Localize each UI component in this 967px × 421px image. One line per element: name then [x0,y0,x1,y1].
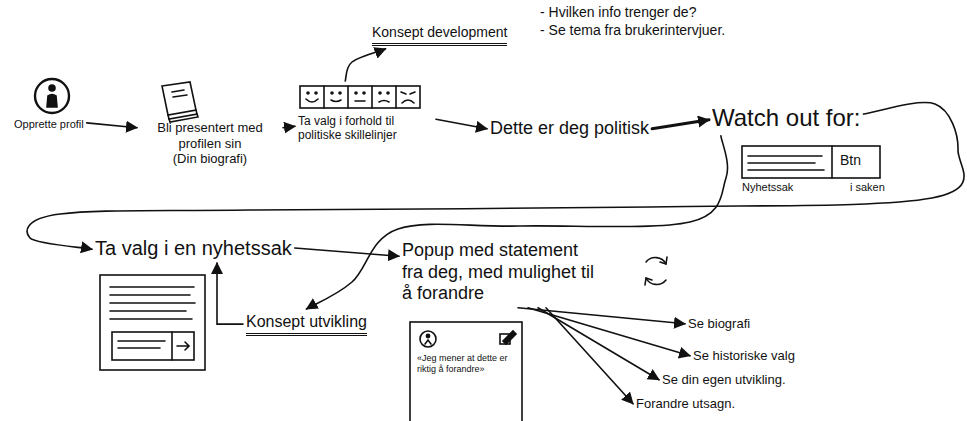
widget-sketch [742,146,880,178]
note-text: i saken [850,181,885,194]
note-text: - Se tema fra brukerintervjuer. [540,22,725,39]
flow-step: Se historiske valg [693,348,795,364]
note-text: «Jeg mener at dette er riktig å forandre… [417,353,515,375]
flow-arrow [283,126,295,127]
step-text: Konsept utvikling [246,312,367,331]
step-text: Konsept development [372,24,507,41]
flow-step: Forandre utsagn. [636,396,735,412]
flow-step: Bli presentert med profilen sin(Din biog… [140,80,280,167]
note-text: Btn [840,152,861,169]
flow-arrow [546,308,633,404]
step-text: Se historiske valg [693,348,795,364]
flow-arrow [27,103,964,250]
flow-step: Opprette profil [14,76,84,131]
flow-arrow [217,263,243,324]
flow-step: Se din egen utvikling. [662,372,786,388]
step-text: Ta valg i en nyhetssak [95,236,292,260]
note-text: Nyhetssak [742,181,793,194]
profile-icon [35,79,69,113]
flow-step: Ta valg i en nyhetssak [95,236,292,260]
flow-arrow [306,136,727,309]
flow-arrow [652,120,709,129]
flow-step: Popup med statement fra deg, med mulighe… [402,240,602,305]
flow-arrow [87,123,137,128]
flow-step: Ta valg i forhold til politiske skilleli… [298,84,433,143]
step-text: Ta valg i forhold til politiske skilleli… [298,114,433,143]
flow-step: Dette er deg politisk [490,118,649,140]
note-text: - Hvilken info trenger de? [540,4,696,21]
refresh-icon [645,257,667,285]
step-text: Forandre utsagn. [636,396,735,412]
step-text: Dette er deg politisk [490,118,649,140]
book-icon [162,82,198,122]
flow-step: Konsept utvikling [246,312,367,336]
flow-step: Watch out for: [712,104,861,133]
flow-step: Konsept development [372,24,507,46]
step-text: Watch out for: [712,104,861,133]
step-text: Opprette profil [14,118,84,131]
step-text: (Din biografi) [140,151,280,167]
flow-arrow [295,248,399,256]
flow-arrow [345,49,385,81]
step-text: Se din egen utvikling. [662,372,786,388]
step-text: Popup med statement fra deg, med mulighe… [402,240,602,305]
step-text: Bli presentert med profilen sin [140,120,280,151]
flow-arrow [436,119,487,129]
smiley-scale [300,86,420,108]
article-sketch [100,275,205,370]
step-text: Se biografi [688,316,750,332]
popup-sketch [410,322,522,421]
flow-step: Se biografi [688,316,750,332]
